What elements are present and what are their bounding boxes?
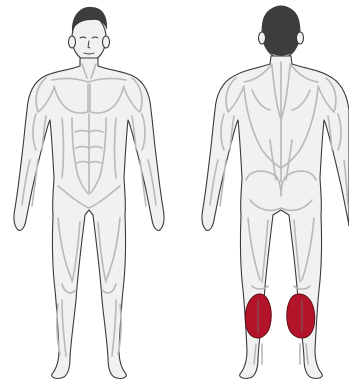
front-body-figure	[14, 7, 164, 379]
back-right-ear	[297, 32, 304, 44]
front-right-ear	[103, 36, 110, 48]
back-left-ear	[259, 32, 266, 44]
back-right-calf-highlight	[287, 294, 315, 338]
back-hair	[262, 6, 300, 56]
front-left-ear	[69, 36, 76, 48]
back-body-figure	[202, 6, 349, 378]
back-achilles	[254, 344, 308, 364]
